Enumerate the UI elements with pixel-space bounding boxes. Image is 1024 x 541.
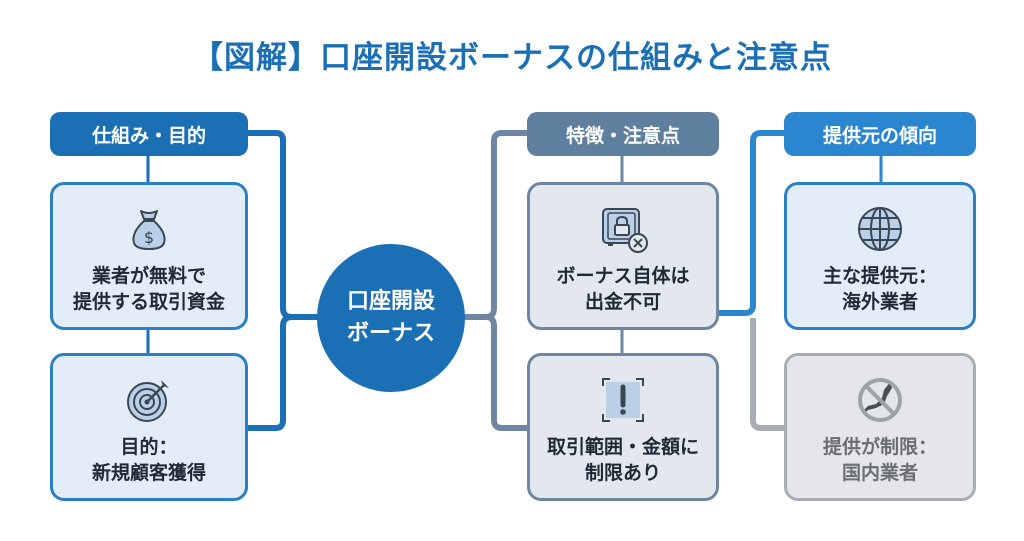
- card-text-line1: 提供が制限：: [822, 436, 937, 458]
- card-text-line1: 取引範囲・金額に: [546, 436, 699, 458]
- page-title: 【図解】口座開設ボーナスの仕組みと注意点: [192, 40, 832, 76]
- header-mechanism-purpose: 仕組み・目的: [50, 112, 248, 156]
- card-no-withdrawal: ボーナス自体は 出金不可: [527, 182, 719, 330]
- card-overseas-providers: 主な提供元： 海外業者: [784, 182, 976, 330]
- card-text-line1: ボーナス自体は: [556, 265, 690, 287]
- connector-mid-bottom: [485, 314, 528, 431]
- header-features-cautions: 特徴・注意点: [527, 112, 719, 156]
- card-text-line2: 出金不可: [584, 291, 661, 313]
- money-bag-icon: $: [132, 210, 166, 251]
- prohibited-japan-icon: [858, 378, 902, 422]
- card-purpose-new-customers: 目的： 新規顧客獲得: [50, 353, 248, 501]
- header-label: 提供元の傾向: [822, 124, 937, 147]
- center-line1: 口座開設: [346, 289, 435, 314]
- card-text-line2: 提供する取引資金: [72, 291, 225, 313]
- header-provider-trends: 提供元の傾向: [784, 112, 976, 156]
- target-icon: [127, 380, 169, 422]
- connector-right-bottom: [750, 318, 786, 431]
- locked-safe-icon: [602, 208, 648, 253]
- connector-left-bottom: [248, 314, 318, 431]
- connector-mid-header: [464, 130, 528, 320]
- card-domestic-restricted: 提供が制限： 国内業者: [784, 353, 976, 501]
- card-text-line2: 国内業者: [841, 462, 918, 484]
- connector-left-header: [246, 130, 318, 320]
- card-text-line1: 業者が無料で: [91, 265, 206, 287]
- card-text-line2: 制限あり: [584, 462, 661, 484]
- center-line2: ボーナス: [346, 321, 435, 346]
- card-text-line1: 主な提供元：: [822, 265, 937, 287]
- card-text-line2: 新規顧客獲得: [91, 462, 206, 484]
- globe-icon: [858, 207, 902, 251]
- card-trading-limits: 取引範囲・金額に 制限あり: [527, 353, 719, 501]
- header-label: 特徴・注意点: [565, 124, 680, 147]
- connector-right-header: [718, 130, 785, 316]
- card-free-trading-funds: $ 業者が無料で 提供する取引資金: [50, 182, 248, 330]
- center-node-account-bonus: 口座開設 ボーナス: [317, 244, 465, 392]
- svg-text:$: $: [144, 228, 154, 247]
- card-text-line1: 目的：: [120, 436, 178, 458]
- card-text-line2: 海外業者: [841, 291, 918, 313]
- warning-icon: [602, 378, 644, 422]
- header-label: 仕組み・目的: [91, 124, 206, 147]
